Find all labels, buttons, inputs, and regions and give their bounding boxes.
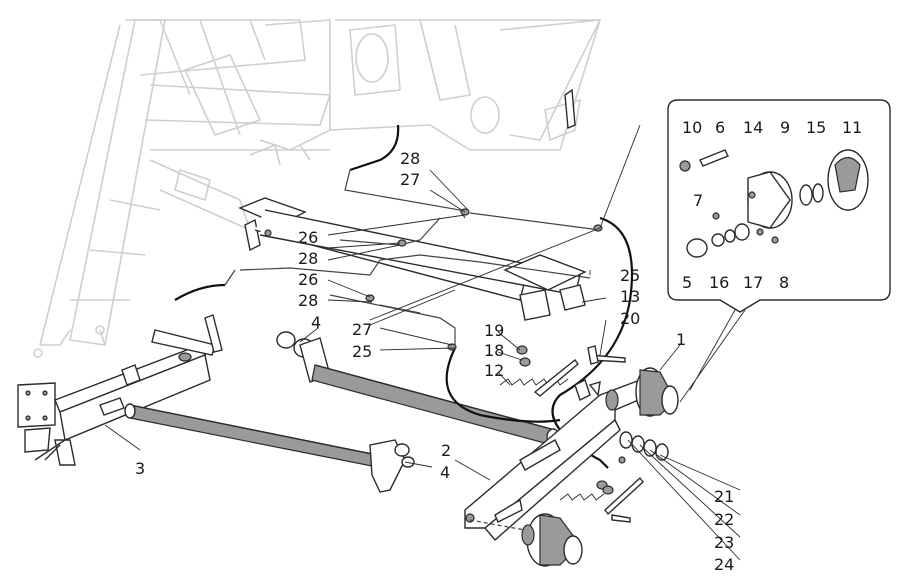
callout-10: 10 <box>682 118 702 137</box>
callout-8: 8 <box>779 273 789 292</box>
callout-12: 12 <box>484 361 504 380</box>
callout-6: 6 <box>715 118 725 137</box>
left-drawbar <box>17 314 223 466</box>
callout-11: 11 <box>842 118 862 137</box>
callout-18: 18 <box>484 341 504 360</box>
callout-4-lower: 4 <box>440 463 450 482</box>
callout-25-left: 25 <box>352 342 372 361</box>
callout-9: 9 <box>780 118 790 137</box>
ghost-frame <box>33 19 602 358</box>
callout-28-mid: 28 <box>298 249 318 268</box>
hub-detail-inset <box>667 99 891 403</box>
hub-rear <box>469 513 583 567</box>
callout-27-upper: 27 <box>400 170 420 189</box>
callout-26-lower: 26 <box>298 270 318 289</box>
upper-frame <box>238 197 587 321</box>
hub-1 <box>605 367 679 417</box>
callout-19: 19 <box>484 321 504 340</box>
callout-2: 2 <box>441 441 451 460</box>
callout-1: 1 <box>676 330 686 349</box>
callout-25-right: 25 <box>620 266 640 285</box>
leader-lines <box>104 124 741 561</box>
callout-21: 21 <box>714 487 734 506</box>
callout-24: 24 <box>714 555 734 574</box>
callout-15: 15 <box>806 118 826 137</box>
callout-22: 22 <box>714 510 734 529</box>
callout-17: 17 <box>743 273 763 292</box>
callout-26-upper: 26 <box>298 228 318 247</box>
callout-4-upper: 4 <box>311 313 321 332</box>
callout-20: 20 <box>620 309 640 328</box>
callout-16: 16 <box>709 273 729 292</box>
lower-tube <box>124 403 415 493</box>
callout-28-bottom: 28 <box>298 291 318 310</box>
callout-27-lower: 27 <box>352 320 372 339</box>
callout-23: 23 <box>714 533 734 552</box>
callout-5: 5 <box>682 273 692 292</box>
callout-labels: 1 2 3 4 4 5 6 7 8 9 10 11 12 13 14 15 16… <box>135 118 862 574</box>
callout-14: 14 <box>743 118 763 137</box>
callout-28-top: 28 <box>400 149 420 168</box>
rear-tube <box>276 331 560 446</box>
callout-3: 3 <box>135 459 145 478</box>
callout-7: 7 <box>693 191 703 210</box>
callout-13: 13 <box>620 287 640 306</box>
